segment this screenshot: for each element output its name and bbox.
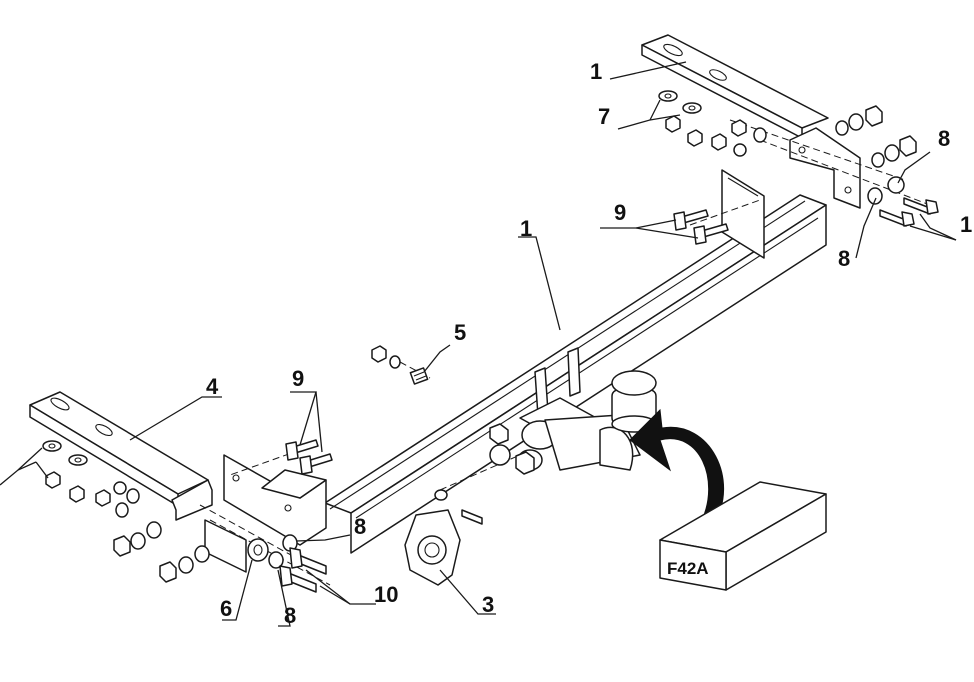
curved-arrow-icon [629,408,725,525]
spring-nut-assembly [371,345,429,385]
callout-spacer: 6 [220,596,232,621]
callout-washer-lower: 8 [284,603,296,628]
callout-washer-top: 8 [938,126,950,151]
left-side-bracket [29,391,247,573]
callout-right-bracket: 1 [590,59,602,84]
kit-box: F42A [659,481,827,591]
right-crossbar-bolts [673,209,729,245]
callout-washer-bottom: 8 [354,514,366,539]
right-bolt-upper [903,197,939,215]
leader-lines [0,61,957,627]
callout-bolts-right: 9 [614,200,626,225]
right-fasteners [658,90,939,245]
right-bolt-lower [879,209,915,227]
callout-crossbar: 1 [520,216,532,241]
callout-spring-nut: 5 [454,320,466,345]
callout-right-washers: 7 [598,104,610,129]
right-side-bracket [641,34,861,209]
crossbar-right-flange [721,169,765,259]
callout-washer-mid: 8 [838,246,850,271]
tow-ball-assembly [489,347,657,475]
kit-code-label: F42A [667,559,709,578]
callout-right-bolt: 1 [960,212,972,237]
callout-bolts-bottom: 10 [374,582,398,607]
callout-bolts-left: 9 [292,366,304,391]
callout-numbers: 1 7 8 8 1 9 1 5 4 9 8 10 6 8 3 [206,59,972,628]
left-fasteners [42,439,333,593]
bottom-bolts [279,547,327,593]
callout-socket-plate: 3 [482,592,494,617]
callout-left-bracket: 4 [206,374,219,399]
left-crossbar-bolts [285,439,333,475]
socket-plate [404,489,483,586]
spacer-and-washers [247,534,298,569]
crossbar-left-flange [223,454,327,546]
